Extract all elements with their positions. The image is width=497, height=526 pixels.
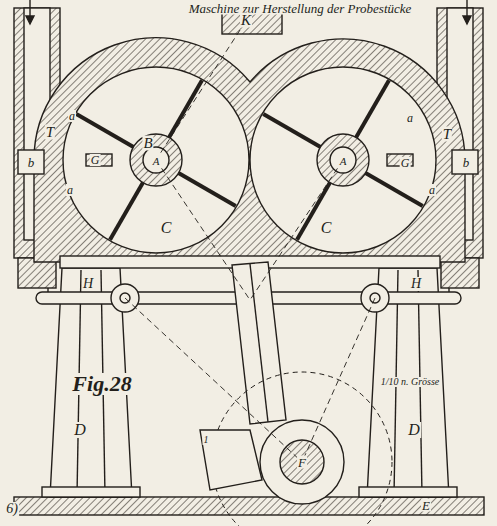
- part-letter: K: [240, 13, 252, 28]
- part-letter: B: [142, 136, 153, 151]
- part-letter: a: [428, 184, 436, 196]
- part-letter: D: [407, 422, 421, 438]
- part-letter: G: [400, 157, 411, 169]
- part-letter: H: [410, 277, 422, 291]
- part-letter: b: [462, 156, 471, 169]
- part-letter: 1: [203, 435, 210, 445]
- part-letter: T: [442, 127, 452, 142]
- part-letter: H: [82, 277, 94, 291]
- machine-drawing: [14, 0, 484, 526]
- part-letter: G: [90, 154, 101, 166]
- part-letter: a: [66, 184, 74, 196]
- part-letter: C: [320, 220, 333, 236]
- part-letter: A: [152, 156, 161, 167]
- part-letter: C: [160, 220, 173, 236]
- part-letter: a: [406, 112, 414, 124]
- part-letter: a: [68, 110, 76, 122]
- part-letter: b: [27, 156, 36, 169]
- figure-note: Fig.28: [71, 373, 132, 395]
- part-letter: A: [339, 156, 348, 167]
- figure-note: 6): [5, 502, 19, 516]
- part-letter: E: [421, 499, 431, 512]
- page-heading: Maschine zur Herstellung der Probestücke: [188, 2, 413, 15]
- part-letter: T: [45, 125, 55, 140]
- part-letter: D: [73, 422, 87, 438]
- figure-note: 1/10 n. Grösse: [380, 377, 441, 387]
- part-letter: F: [297, 456, 307, 469]
